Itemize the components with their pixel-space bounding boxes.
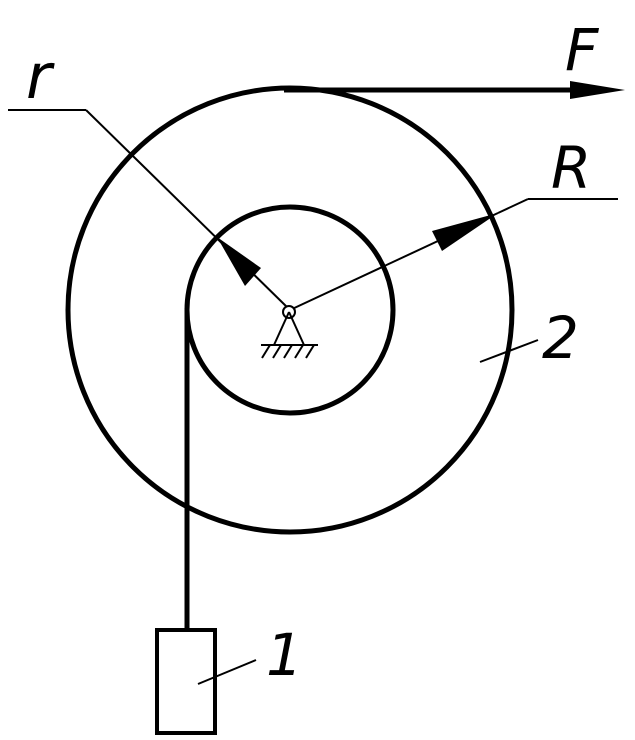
body-2-label: 2	[542, 304, 579, 372]
body-2-leader	[479, 339, 539, 363]
radius-r-line	[85, 109, 291, 311]
body-1-leader	[197, 659, 257, 685]
radius-R-arrowhead	[432, 213, 498, 251]
support-leg-right	[288, 311, 305, 346]
outer-radius-label: R	[551, 134, 591, 202]
weight-block	[155, 628, 217, 735]
support-leg-left	[273, 311, 290, 346]
inner-radius-label: r	[26, 40, 55, 113]
radius-R-leader	[497, 198, 529, 214]
ground-hatching	[261, 344, 315, 359]
force-label: F	[565, 16, 600, 84]
force-arrowhead	[570, 81, 625, 99]
radius-r-arrowhead	[217, 237, 261, 286]
body-1-label: 1	[266, 621, 303, 689]
